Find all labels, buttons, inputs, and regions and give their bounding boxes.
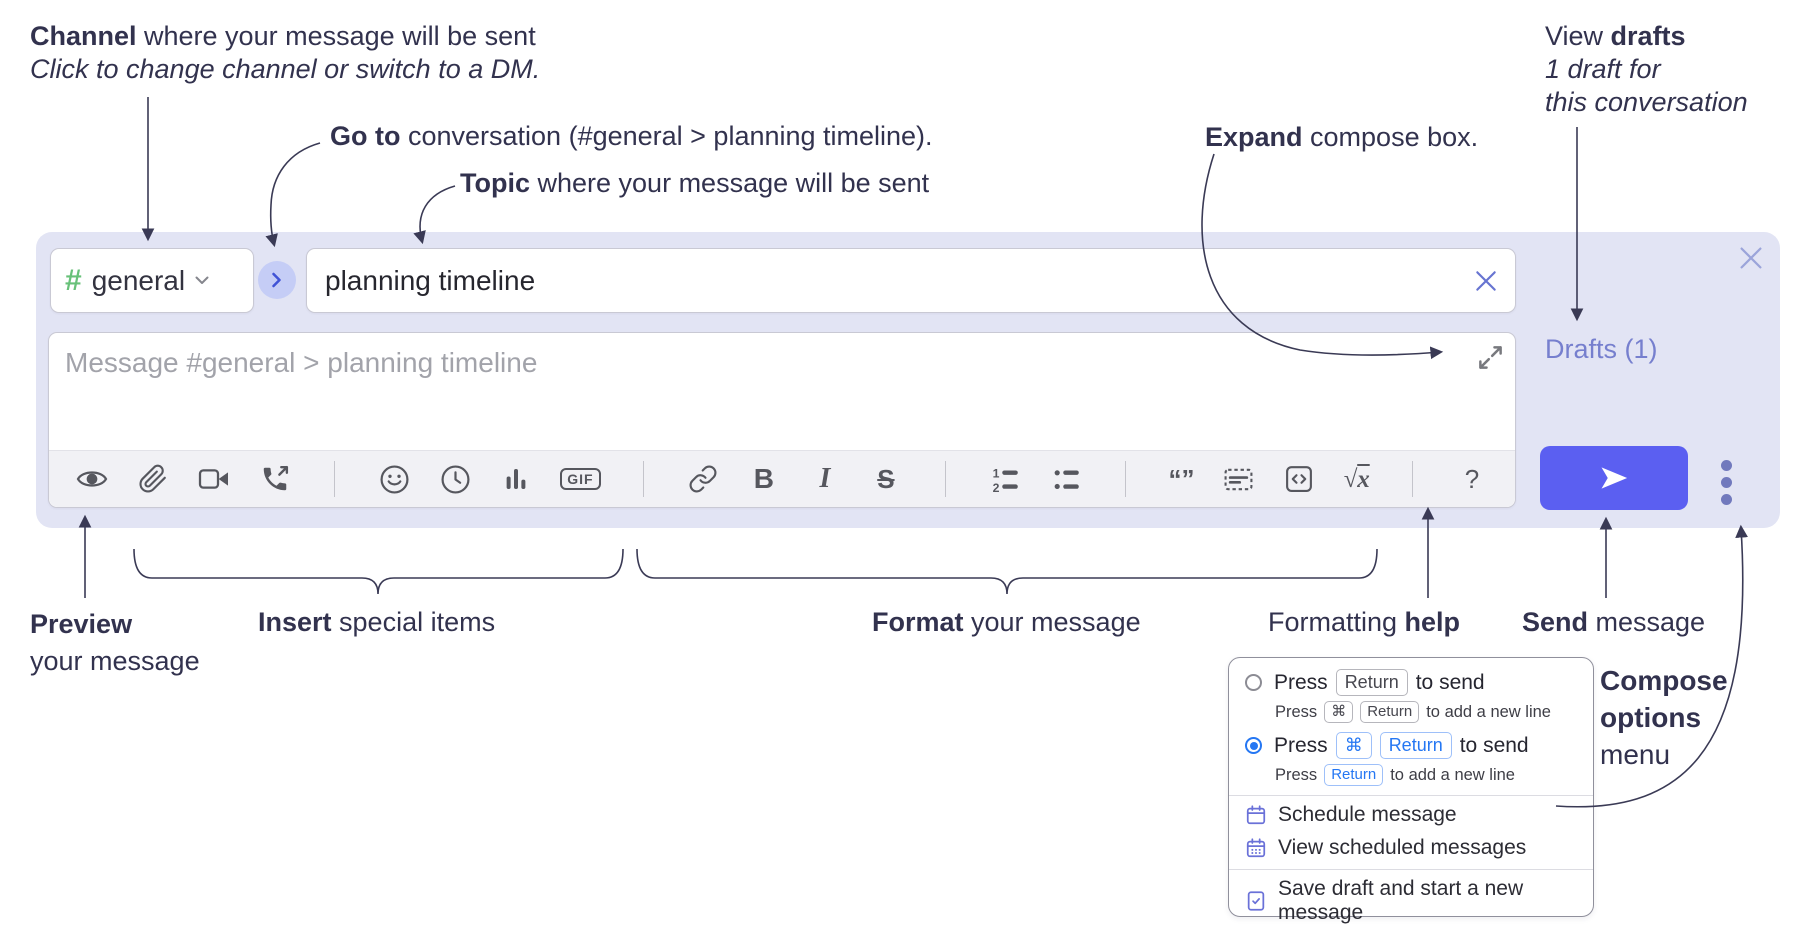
toolbar-divider [642,461,644,497]
calendar-icon [1246,805,1266,825]
expand-icon [1479,345,1502,369]
formatting-help-icon[interactable]: ? [1455,462,1489,496]
kbd-return: Return [1324,764,1384,786]
toolbar-divider [1125,461,1127,497]
toolbar-group-help: ? [1455,462,1489,496]
toolbar-group-actions [75,462,292,496]
annotation-preview: Preview your message [30,609,200,676]
annotation-expand: Expand compose box. [1205,122,1479,152]
annotation-topic: Topic where your message will be sent [460,168,930,198]
svg-text:2: 2 [992,480,999,494]
draft-document-icon [1247,891,1265,911]
annotation-channel: Channel where your message will be sent … [30,20,540,86]
preview-icon[interactable] [75,462,109,496]
strikethrough-icon[interactable]: S [869,462,903,496]
video-call-icon[interactable] [197,462,231,496]
annotation-insert: Insert special items [258,607,496,637]
voice-call-icon[interactable] [258,462,292,496]
send-icon [1601,467,1628,489]
topic-clear-button[interactable] [1473,267,1501,295]
annotation-format: Format your message [872,607,1141,637]
toolbar-group-insert: GIF [377,462,601,496]
topic-input[interactable] [307,249,1515,312]
menu-item-save-draft-new-message[interactable]: Save draft and start a new message [1245,877,1577,925]
send-button[interactable] [1540,446,1688,510]
dot-icon [1720,459,1732,471]
brace-format [636,548,1378,595]
go-to-conversation-button[interactable] [258,261,296,299]
gif-icon[interactable]: GIF [560,462,601,496]
menu-item-view-scheduled-messages[interactable]: View scheduled messages [1245,836,1577,860]
message-input[interactable] [49,333,1515,451]
topic-input-wrap [306,248,1516,313]
italic-icon[interactable]: I [808,462,842,496]
dot-icon [1720,493,1732,505]
arrow-go-to [265,142,321,248]
annotation-channel-bold: Channel [30,21,137,51]
option-return-to-send[interactable]: Press Return to send [1245,669,1577,696]
compose-options-popup: Press Return to send Press ⌘ Return to a… [1228,657,1594,924]
code-icon[interactable] [1282,462,1316,496]
link-icon[interactable] [686,462,720,496]
option-cmd-return-to-send[interactable]: Press ⌘ Return to send [1245,732,1577,759]
spoiler-icon[interactable] [1221,462,1255,496]
global-time-icon[interactable] [438,462,472,496]
dot-icon [1720,476,1732,488]
toolbar-divider [1411,461,1413,497]
channel-selector[interactable]: # general [50,248,254,313]
annotation-compose-options: Compose options menu [1600,665,1728,770]
svg-text:1: 1 [992,466,999,480]
option-return-to-send-hint: Press ⌘ Return to add a new line [1275,701,1577,723]
close-icon [1476,271,1496,291]
channel-hash-icon: # [65,263,82,297]
menu-divider [1229,869,1593,870]
close-icon [1740,247,1762,269]
radio-unselected-icon [1245,674,1262,691]
annotation-channel-sub: Click to change channel or switch to a D… [30,54,541,84]
poll-icon[interactable] [499,462,533,496]
expand-compose-button[interactable] [1477,343,1505,371]
radio-selected-icon [1245,737,1262,754]
kbd-cmd: ⌘ [1335,732,1372,759]
kbd-return: Return [1335,669,1408,696]
annotation-formatting-help: Formatting help [1268,607,1461,637]
compose-options-menu-button[interactable] [1714,458,1738,506]
bold-icon[interactable]: B [747,462,781,496]
bulleted-list-icon[interactable] [1049,462,1083,496]
math-icon[interactable]: √x [1343,462,1369,496]
kbd-return: Return [1360,701,1420,723]
channel-name: general [91,264,186,296]
annotation-view-drafts: View drafts 1 draft for this conversatio… [1545,21,1748,117]
quote-icon[interactable]: “” [1168,464,1195,494]
annotation-go-to: Go to conversation (#general > planning … [330,121,933,151]
chevron-right-icon [272,272,281,288]
toolbar-group-text-format: B I S [686,462,903,496]
attach-file-icon[interactable] [136,462,170,496]
calendar-dots-icon [1246,838,1266,858]
drafts-link[interactable]: Drafts (1) [1545,334,1658,364]
menu-divider [1229,795,1593,796]
kbd-return: Return [1379,732,1452,759]
annotation-send: Send message [1522,607,1706,637]
compose-box: # general [36,232,1780,528]
menu-item-schedule-message[interactable]: Schedule message [1245,803,1577,827]
option-cmd-return-to-send-hint: Press Return to add a new line [1275,764,1577,786]
toolbar-divider [945,461,947,497]
annotation-channel-rest: where your message will be sent [136,21,536,51]
toolbar-divider [334,461,336,497]
compose-close-button[interactable] [1736,242,1768,274]
chevron-down-icon [195,276,209,284]
kbd-cmd: ⌘ [1324,701,1354,723]
message-box: GIF B I S 12 “” [48,332,1516,508]
toolbar-group-blocks: “” √x [1168,462,1369,496]
brace-insert [133,548,624,595]
emoji-icon[interactable] [377,462,411,496]
